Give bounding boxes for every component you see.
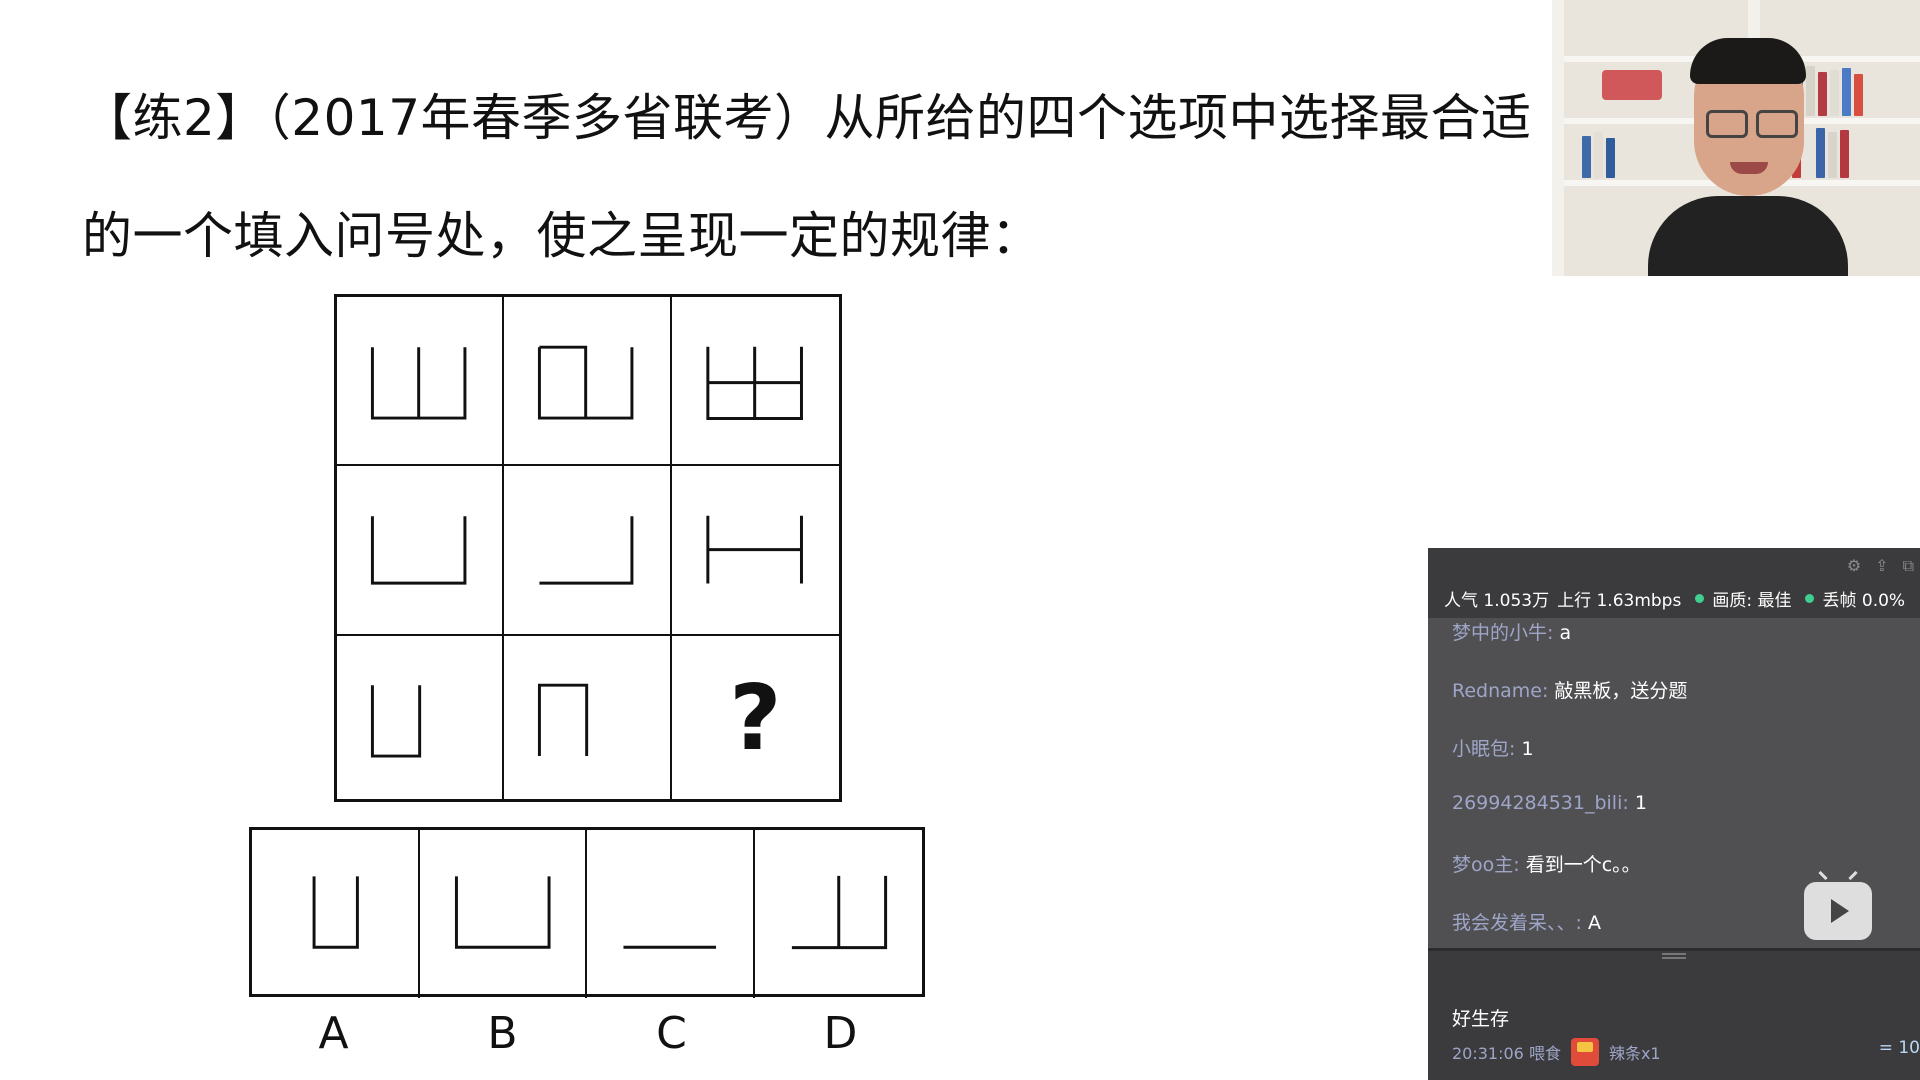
option-label-b[interactable]: B (487, 1008, 518, 1059)
puzzle-figure (538, 683, 589, 756)
chat-username[interactable]: Redname: (1452, 680, 1555, 702)
book (1840, 130, 1849, 178)
chat-username[interactable]: 小眠包: (1452, 738, 1522, 760)
question-line-1: 【练2】（2017年春季多省联考）从所给的四个选项中选择最合适 (82, 89, 1532, 147)
gift-time: 20:31:06 喂食 (1452, 1044, 1561, 1063)
puzzle-figure (370, 516, 467, 585)
chat-message: 26994284531_bili: 1 (1452, 792, 1647, 814)
chat-text: a (1559, 622, 1572, 644)
puzzle-cell-question: ? (672, 636, 839, 801)
book (1582, 136, 1591, 178)
puzzle-figure (706, 516, 803, 584)
puzzle-cell (671, 466, 839, 636)
chat-text: A (1587, 912, 1601, 934)
gift-title: 好生存 (1452, 1008, 1510, 1030)
book (1816, 128, 1825, 178)
puzzle-figure (706, 346, 803, 421)
puzzle-figure (370, 684, 422, 758)
stream-stats: 人气 1.053万 上行 1.63mbps 画质: 最佳 丢帧 0.0% (1444, 586, 1905, 611)
chat-text: 1 (1634, 792, 1647, 814)
gift-snack-icon (1570, 1038, 1599, 1066)
status-dot-icon (1695, 594, 1705, 603)
book (1828, 132, 1837, 178)
option-labels: A B C D (249, 1008, 925, 1059)
gift-count: = 10 (1878, 1038, 1920, 1058)
gift-row: 20:31:06 喂食 辣条x1 (1452, 1038, 1661, 1066)
book (1842, 68, 1851, 116)
book (1806, 66, 1815, 116)
option-figure (791, 875, 887, 950)
book (1854, 74, 1863, 116)
stat-popularity: 人气 1.053万 (1444, 591, 1550, 611)
option-b[interactable] (420, 830, 587, 998)
chat-message: 梦oo主: 看到一个c。。 (1452, 850, 1641, 877)
puzzle-cell (337, 466, 505, 636)
puzzle-cell (504, 297, 672, 467)
resize-handle[interactable] (1662, 953, 1686, 955)
question-mark: ? (729, 665, 782, 771)
puzzle-cell (504, 466, 672, 636)
puzzle-figure (370, 347, 467, 420)
person-body (1648, 196, 1848, 276)
book (1818, 72, 1827, 116)
option-figure (454, 876, 551, 949)
panel-controls: ⚙ ⇪ ⧉ (1847, 556, 1914, 576)
option-a[interactable] (252, 830, 420, 998)
stat-upload: 上行 1.63mbps (1557, 591, 1682, 611)
person-hair (1690, 38, 1806, 84)
share-icon[interactable]: ⇪ (1875, 556, 1889, 575)
glasses-icon (1756, 110, 1798, 138)
chat-text: 看到一个c。。 (1525, 854, 1641, 876)
book (1606, 138, 1615, 178)
chat-message: Redname: 敲黑板，送分题 (1452, 676, 1687, 703)
chat-username[interactable]: 梦中的小牛: (1452, 622, 1560, 644)
option-figure (312, 876, 359, 949)
puzzle-cell (504, 635, 672, 801)
option-label-d[interactable]: D (823, 1008, 858, 1059)
option-figure (623, 945, 717, 949)
option-label-a[interactable]: A (318, 1008, 349, 1059)
option-c[interactable] (587, 830, 755, 998)
glasses-icon (1706, 110, 1748, 138)
puzzle-figure (538, 345, 634, 420)
book (1594, 132, 1603, 178)
status-dot-icon (1805, 594, 1815, 603)
chat-message: 梦中的小牛: a (1452, 618, 1571, 645)
option-label-c[interactable]: C (656, 1008, 687, 1059)
chat-text: 敲黑板，送分题 (1554, 680, 1688, 702)
live-stream-panel: ⚙ ⇪ ⧉ 人气 1.053万 上行 1.63mbps 画质: 最佳 丢帧 0.… (1428, 548, 1920, 1080)
book (1804, 134, 1813, 178)
puzzle-cell (337, 297, 505, 467)
panel-divider (1428, 948, 1920, 951)
puzzle-cell (337, 635, 505, 801)
chat-username[interactable]: 梦oo主: (1452, 854, 1526, 876)
chat-username[interactable]: 26994284531_bili: (1452, 792, 1635, 814)
bilibili-play-button[interactable] (1804, 882, 1872, 940)
chat-text: 1 (1521, 738, 1534, 760)
chat-message: 小眠包: 1 (1452, 734, 1534, 761)
settings-icon[interactable]: ⚙ (1846, 556, 1862, 575)
stat-quality: 画质: 最佳 (1712, 591, 1792, 611)
gift-item: 辣条x1 (1608, 1044, 1661, 1063)
shelf-frame (1552, 0, 1564, 276)
person-mouth (1730, 162, 1768, 174)
shelf-item (1602, 70, 1662, 100)
options-row (249, 827, 925, 998)
chat-list[interactable]: 梦中的小牛: a Redname: 敲黑板，送分题 小眠包: 1 2699428… (1428, 618, 1920, 948)
book (1830, 70, 1839, 116)
puzzle-figure (539, 516, 634, 585)
webcam-feed (1552, 0, 1920, 276)
popout-icon[interactable]: ⧉ (1902, 556, 1914, 575)
chat-message: 我会发着呆、、: A (1452, 908, 1601, 935)
question-line-2: 的一个填入问号处，使之呈现一定的规律： (82, 207, 1042, 265)
play-icon (1831, 899, 1849, 923)
option-d[interactable] (755, 830, 923, 998)
chat-username[interactable]: 我会发着呆、、: (1452, 912, 1588, 934)
puzzle-grid: ? (334, 294, 842, 802)
stat-dropped: 丢帧 0.0% (1822, 591, 1906, 611)
puzzle-cell (671, 297, 839, 467)
